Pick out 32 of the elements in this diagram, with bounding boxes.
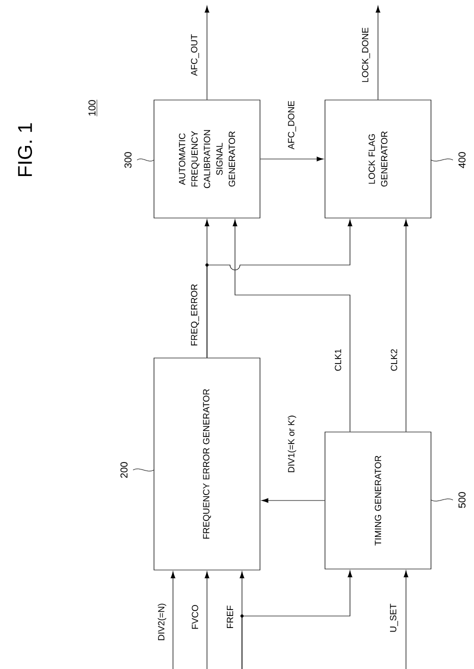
block-box: AUTOMATIC FREQUENCY CALIBRATION SIGNAL GENERATOR	[154, 100, 260, 218]
arrow	[404, 570, 408, 669]
signal-label: AFC_DONE	[286, 100, 298, 150]
block-box: FREQUENCY ERROR GENERATOR	[154, 358, 260, 570]
arrow	[204, 571, 210, 669]
signal-label: CLK1	[334, 348, 342, 372]
arrow	[242, 570, 352, 669]
signal-label: AFC_OUT	[190, 33, 200, 77]
signal-label: CLK2	[390, 348, 398, 372]
arrow	[204, 6, 210, 100]
signal-label: DIV1(=K or K')	[286, 414, 298, 474]
arrow	[170, 571, 176, 669]
arrow	[260, 156, 324, 162]
signal-label: FREQ_ERROR	[190, 282, 200, 348]
reference-numeral: 100	[88, 99, 98, 116]
signal-label: U_SET	[388, 602, 400, 634]
arrow	[232, 219, 350, 432]
signal-label: FREF	[226, 604, 234, 630]
arrow	[404, 219, 408, 432]
reference-numeral: 300	[124, 152, 154, 168]
reference-numeral: 200	[120, 462, 154, 478]
signal-label: DIV2(=N)	[156, 602, 168, 642]
signal-label: FVCO	[190, 604, 200, 630]
arrow	[261, 498, 325, 503]
figure-title: FIG. 1	[18, 123, 32, 176]
reference-numeral: 500	[430, 492, 466, 508]
arrow	[206, 219, 352, 358]
signal-label: LOCK_DONE	[360, 26, 372, 84]
block-box: LOCK FLAG GENERATOR	[324, 100, 432, 218]
reference-numeral: 400	[430, 152, 466, 168]
arrow	[376, 6, 380, 100]
block-box: TIMING GENERATOR	[324, 432, 432, 570]
